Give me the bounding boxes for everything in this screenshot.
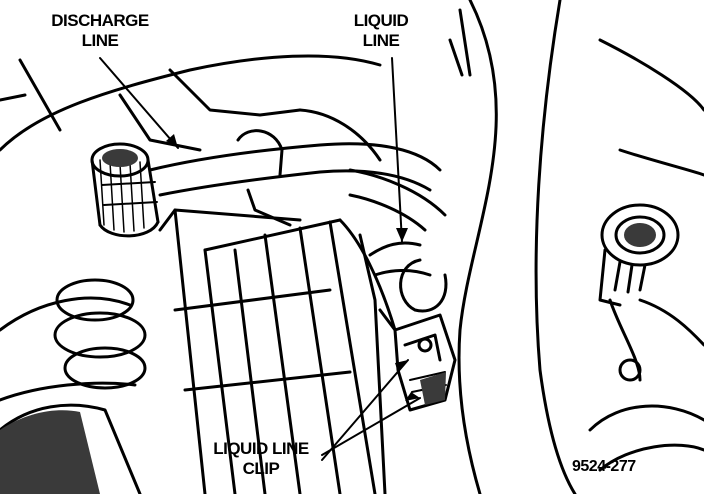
discharge-line-pipe <box>148 129 442 227</box>
discharge-line-label-line1: DISCHARGE <box>51 11 149 30</box>
figure-number: 9524-277 <box>572 458 636 475</box>
discharge-line-label-line2: LINE <box>81 31 119 50</box>
upper-panel <box>0 54 382 162</box>
discharge-fitting <box>90 142 160 238</box>
shading <box>0 149 656 494</box>
discharge-line-label: DISCHARGE LINE <box>40 11 160 51</box>
liquid-line-label: LIQUID LINE <box>336 11 426 51</box>
liquid-line-clip-label-line2: CLIP <box>242 459 280 478</box>
liquid-line-clip-label-line1: LIQUID LINE <box>213 439 309 458</box>
arrowheads <box>166 134 420 401</box>
liquid-line-label-line1: LIQUID <box>353 11 409 30</box>
fan-shroud-ribs <box>158 208 397 494</box>
liquid-line-label-line2: LINE <box>362 31 400 50</box>
suction-hose <box>0 278 147 494</box>
detail-connector <box>534 0 704 494</box>
liquid-line-pipe <box>348 168 448 494</box>
divider-curve <box>448 0 498 494</box>
leader-lines <box>99 57 421 461</box>
liquid-line-clip-label: LIQUID LINE CLIP <box>196 439 326 479</box>
